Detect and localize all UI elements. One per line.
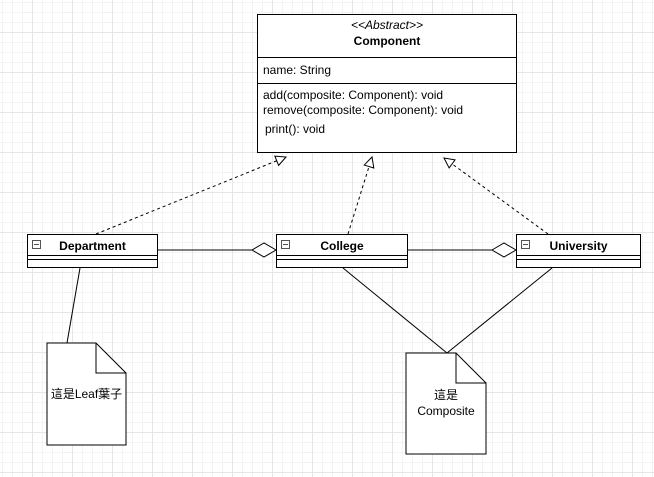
note-connector-college [342,267,448,354]
note-connector-department [66,267,81,344]
note-composite-fold [455,353,486,384]
collapse-toggle-icon[interactable] [281,240,290,249]
class-name-college: College [320,239,364,253]
note-leaf-fold [95,343,126,374]
college-attributes [277,256,407,260]
department-class-title: Department [28,235,157,256]
note-leaf-text: 這是Leaf葉子 [50,387,123,401]
component-class[interactable]: <<Abstract>> Component name: String add(… [257,14,517,153]
college-class-title: College [277,235,407,256]
collapse-toggle-icon[interactable] [521,240,530,249]
department-attributes [28,256,157,260]
aggregation-diamond-university [491,242,517,258]
note-composite-shape [405,352,487,455]
realization-department [95,157,286,235]
realization-college [347,157,372,235]
university-attributes [517,256,640,260]
university-class-title: University [517,235,640,256]
note-leaf[interactable]: 這是Leaf葉子 [47,373,126,415]
department-class[interactable]: Department [27,234,158,268]
class-name-component: Component [353,34,421,48]
component-operations: add(composite: Component): void remove(c… [258,84,516,137]
operation-remove: remove(composite: Component): void [263,103,464,117]
note-composite-text-line1: 這是 [433,388,458,402]
class-name-university: University [549,239,608,253]
component-attributes: name: String [258,58,516,84]
university-class[interactable]: University [516,234,641,268]
college-class[interactable]: College [276,234,408,268]
stereotype-label: <<Abstract>> [350,18,424,32]
attribute-name: name: String [263,63,332,77]
component-class-header: <<Abstract>> Component [258,15,516,58]
note-connector-university [446,267,553,354]
note-composite[interactable]: 這是 Composite [406,378,486,428]
aggregation-diamond-college [251,242,277,258]
class-name-department: Department [59,239,126,253]
collapse-toggle-icon[interactable] [32,240,41,249]
realization-university [444,158,549,235]
note-composite-text-line2: Composite [417,404,475,418]
operation-print: print(): void [265,122,326,136]
note-leaf-shape [46,342,127,446]
operation-add: add(composite: Component): void [263,88,444,102]
